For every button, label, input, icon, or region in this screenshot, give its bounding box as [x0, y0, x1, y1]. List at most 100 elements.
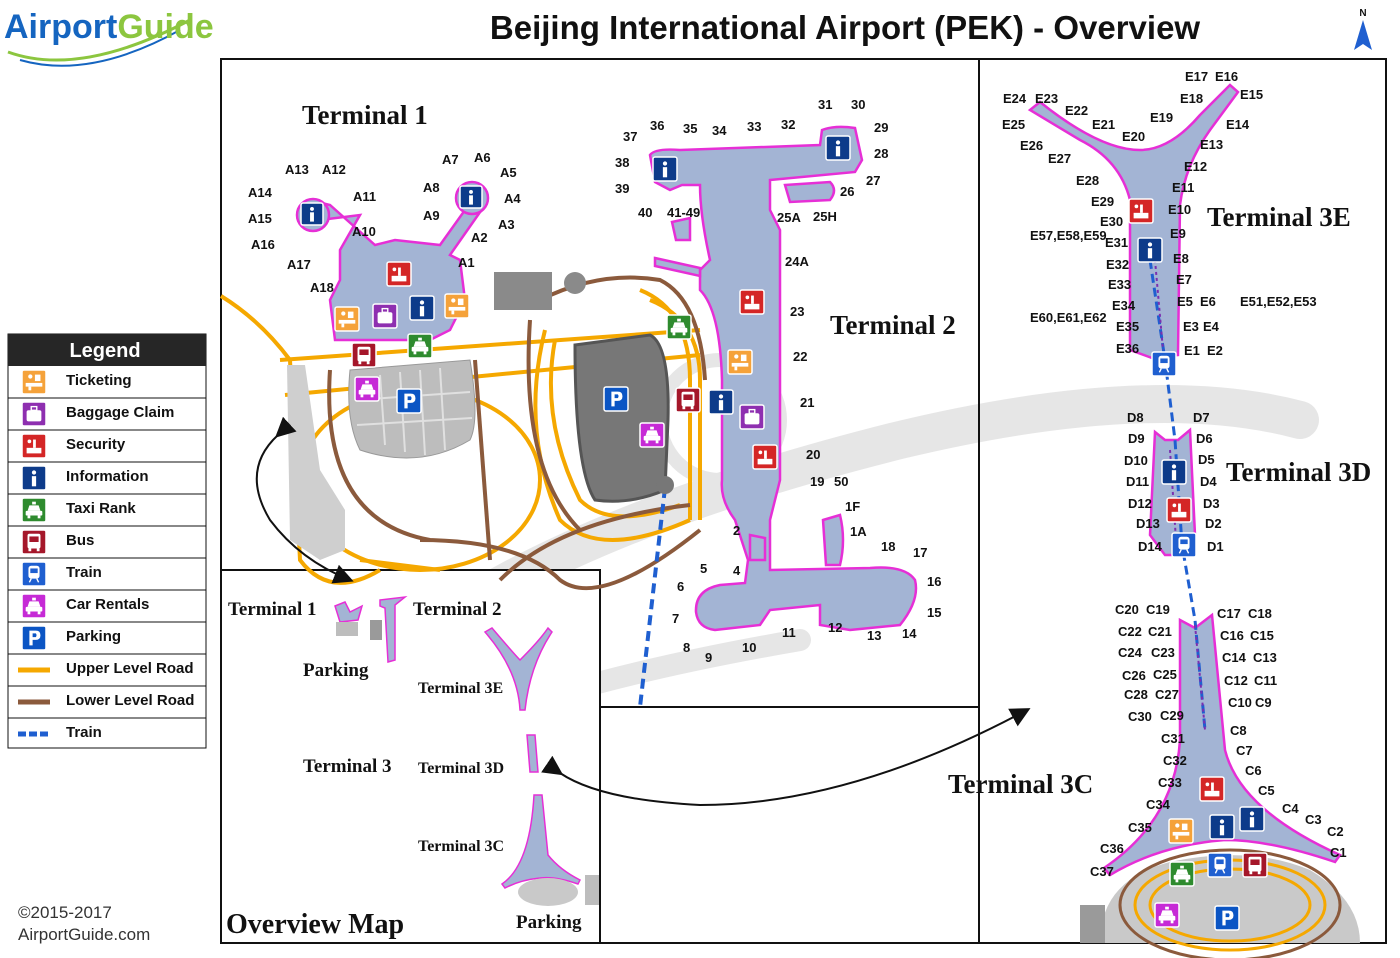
gate-label: E25	[1002, 117, 1025, 132]
information-icon	[409, 295, 435, 321]
gate-label: C22	[1118, 624, 1142, 639]
information-icon	[825, 135, 851, 161]
gate-label: C8	[1230, 723, 1247, 738]
gate-label: C5	[1258, 783, 1275, 798]
train-icon	[1151, 351, 1177, 377]
gate-label: 28	[874, 146, 888, 161]
gate-label: C9	[1255, 695, 1272, 710]
gate-label: C10	[1228, 695, 1252, 710]
gate-label: A16	[251, 237, 275, 252]
gate-label: D5	[1198, 452, 1215, 467]
gate-label: 25H	[813, 209, 837, 224]
parking-icon	[603, 386, 629, 412]
gate-label: A3	[498, 217, 515, 232]
gate-label: 17	[913, 545, 927, 560]
map-title: Beijing International Airport (PEK) - Ov…	[490, 9, 1201, 46]
legend-label: Upper Level Road	[66, 660, 194, 677]
overview-t3d-label: Terminal 3D	[418, 760, 504, 777]
gate-label: 31	[818, 97, 832, 112]
gate-label: 29	[874, 120, 888, 135]
gate-label: C2	[1327, 824, 1344, 839]
gate-label: 7	[672, 611, 679, 626]
legend-label: Bus	[66, 532, 94, 549]
terminal-2-label: Terminal 2	[830, 310, 956, 340]
gate-label: C24	[1118, 645, 1143, 660]
gate-label: E27	[1048, 151, 1071, 166]
gate-label: D9	[1128, 431, 1145, 446]
gate-label: 27	[866, 173, 880, 188]
gate-label: D10	[1124, 453, 1148, 468]
gate-label: D1	[1207, 539, 1224, 554]
airportguide-logo: AirportGuide	[4, 8, 214, 67]
gate-label: D11	[1126, 474, 1149, 489]
gate-label: C21	[1148, 624, 1172, 639]
gate-label: E60,E61,E62	[1030, 310, 1107, 325]
baggage-claim-icon	[372, 303, 398, 329]
gate-label: E51,E52,E53	[1240, 294, 1317, 309]
car-rental-icon	[21, 593, 47, 619]
information-icon	[1137, 237, 1163, 263]
information-icon	[1161, 459, 1187, 485]
legend-row: Information	[8, 461, 206, 491]
gate-label: E3	[1183, 319, 1199, 334]
security-icon	[386, 261, 412, 287]
legend-label: Lower Level Road	[66, 692, 194, 709]
car-rental-icon	[639, 422, 665, 448]
gate-label: C20	[1115, 602, 1139, 617]
legend-row: Car Rentals	[8, 589, 206, 619]
gate-label: 13	[867, 628, 881, 643]
gate-label: C6	[1245, 763, 1262, 778]
gate-label: A5	[500, 165, 517, 180]
gate-label: 40	[638, 205, 652, 220]
building-block	[494, 272, 552, 310]
gate-label: E31	[1105, 235, 1128, 250]
gate-label: A12	[322, 162, 346, 177]
information-icon	[652, 156, 678, 182]
gate-label: E17	[1185, 69, 1208, 84]
gate-label: C14	[1222, 650, 1247, 665]
gate-label: C1	[1330, 845, 1347, 860]
gate-label: A2	[471, 230, 488, 245]
gate-label: A14	[248, 185, 273, 200]
gate-label: C17	[1217, 606, 1241, 621]
gate-label: 35	[683, 121, 697, 136]
gate-label: C29	[1160, 708, 1184, 723]
gate-label: E7	[1176, 272, 1192, 287]
gate-label: 1F	[845, 499, 860, 514]
gate-label: C28	[1124, 687, 1148, 702]
overview-map	[334, 595, 599, 906]
gate-label: E9	[1170, 226, 1186, 241]
security-icon	[739, 289, 765, 315]
gate-label: 18	[881, 539, 895, 554]
gate-label: E32	[1106, 257, 1129, 272]
gate-label: C35	[1128, 820, 1152, 835]
gate-label: 10	[742, 640, 756, 655]
gate-label: E28	[1076, 173, 1099, 188]
gate-label: E8	[1173, 251, 1189, 266]
gate-label: E22	[1065, 103, 1088, 118]
terminal-3e-label: Terminal 3E	[1207, 202, 1351, 232]
gate-label: C11	[1254, 673, 1277, 688]
legend-row: Bus	[8, 525, 206, 555]
taxi-icon	[21, 497, 47, 523]
gate-label: 41-49	[667, 205, 700, 220]
gate-label: D3	[1203, 496, 1220, 511]
gate-label: A18	[310, 280, 334, 295]
bus-icon	[351, 342, 377, 368]
gate-label: E6	[1200, 294, 1216, 309]
taxi-icon	[1169, 861, 1195, 887]
gate-label: 30	[851, 97, 865, 112]
gate-label: 26	[840, 184, 854, 199]
legend-label: Parking	[66, 628, 121, 645]
gate-label: 33	[747, 119, 761, 134]
bus-icon	[21, 529, 47, 555]
gate-label: 20	[806, 447, 820, 462]
gate-label: A10	[352, 224, 376, 239]
gate-label: 11	[782, 625, 796, 640]
gate-label: C33	[1158, 775, 1182, 790]
gate-label: 37	[623, 129, 637, 144]
terminal-3c-building	[1102, 612, 1342, 877]
legend-label: Train	[66, 724, 102, 741]
gate-label: C37	[1090, 864, 1114, 879]
